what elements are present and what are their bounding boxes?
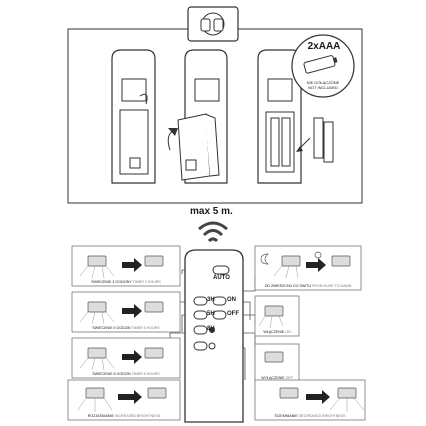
- remote-8h-label[interactable]: 8H: [207, 326, 215, 332]
- remote-off-label[interactable]: OFF: [227, 311, 239, 317]
- battery-install-diagram: [67, 6, 363, 204]
- caption-bright-pl: ŚCIEMNIANIE: [274, 414, 298, 418]
- 8h-button-shape: [193, 325, 208, 335]
- panel-dim: [67, 379, 181, 421]
- auto-button: [212, 265, 230, 275]
- caption-auto-en: FROM DUSK TO DAWN: [312, 284, 352, 288]
- dim-button-shape: [193, 341, 208, 351]
- caption-auto-pl: OD ZMIERZCHU DO ŚWITU: [264, 284, 312, 288]
- caption-dim-pl: ROZJAŚNIANIE: [87, 414, 114, 418]
- on-button-shape: [212, 296, 227, 306]
- caption-3h-pl: ŚWIECENIE 3 GODZINY: [91, 280, 132, 284]
- caption-off-en: OFF: [285, 376, 293, 380]
- caption-8h: ŚWIECENIE 8 GODZIN TIMER 8 HOURS: [72, 372, 180, 376]
- caption-on: WŁĄCZENIE ON: [255, 330, 299, 334]
- wireless-signal-icon: [198, 221, 228, 243]
- remote-5h-label[interactable]: 5H: [207, 311, 215, 317]
- caption-off: WYŁĄCZENIE OFF: [255, 376, 299, 380]
- caption-auto: OD ZMIERZCHU DO ŚWITU FROM DUSK TO DAWN: [255, 284, 361, 288]
- caption-dim-en: INCREASED BRIGHTNESS: [114, 414, 161, 418]
- caption-8h-pl: ŚWIECENIE 8 GODZIN: [92, 372, 131, 376]
- caption-3h-en: TIMER 3 HOURS: [132, 280, 161, 284]
- caption-5h: ŚWIECENIE 5 GODZIN TIMER 5 HOURS: [72, 326, 180, 330]
- battery-count: 2xAAA: [307, 41, 341, 52]
- 3h-button-shape: [193, 296, 208, 306]
- remote-battery-compartment: [257, 49, 334, 184]
- caption-bright-en: DECREASED BRIGHTNESS: [298, 414, 346, 418]
- caption-on-pl: WŁĄCZENIE: [263, 330, 285, 334]
- caption-dim: ROZJAŚNIANIE INCREASED BRIGHTNESS: [68, 414, 180, 418]
- battery-icon-box: [187, 6, 239, 42]
- remote-on-label[interactable]: ON: [227, 297, 236, 303]
- caption-5h-en: TIMER 5 HOURS: [131, 326, 160, 330]
- battery-note-en: NOT INCLUDED: [308, 85, 338, 90]
- battery-note-pl: NIE DOŁĄCZONE: [306, 80, 340, 85]
- range-label: max 5 m.: [190, 206, 233, 217]
- caption-on-en: ON: [285, 330, 291, 334]
- remote-3h-label[interactable]: 3H: [207, 297, 215, 303]
- remote-closed-back: [111, 49, 156, 184]
- remote-front: [166, 249, 256, 423]
- off-button-shape: [212, 310, 227, 320]
- panel-off: [254, 343, 300, 383]
- 5h-button-shape: [193, 310, 208, 320]
- caption-bright: ŚCIEMNIANIE DECREASED BRIGHTNESS: [255, 414, 365, 418]
- caption-5h-pl: ŚWIECENIE 5 GODZIN: [92, 326, 131, 330]
- remote-auto-label[interactable]: AUTO: [213, 275, 230, 281]
- caption-8h-en: TIMER 8 HOURS: [131, 372, 160, 376]
- remote-cover-removed: [167, 49, 228, 184]
- caption-3h: ŚWIECENIE 3 GODZINY TIMER 3 HOURS: [72, 280, 180, 284]
- caption-off-pl: WYŁĄCZENIE: [261, 376, 285, 380]
